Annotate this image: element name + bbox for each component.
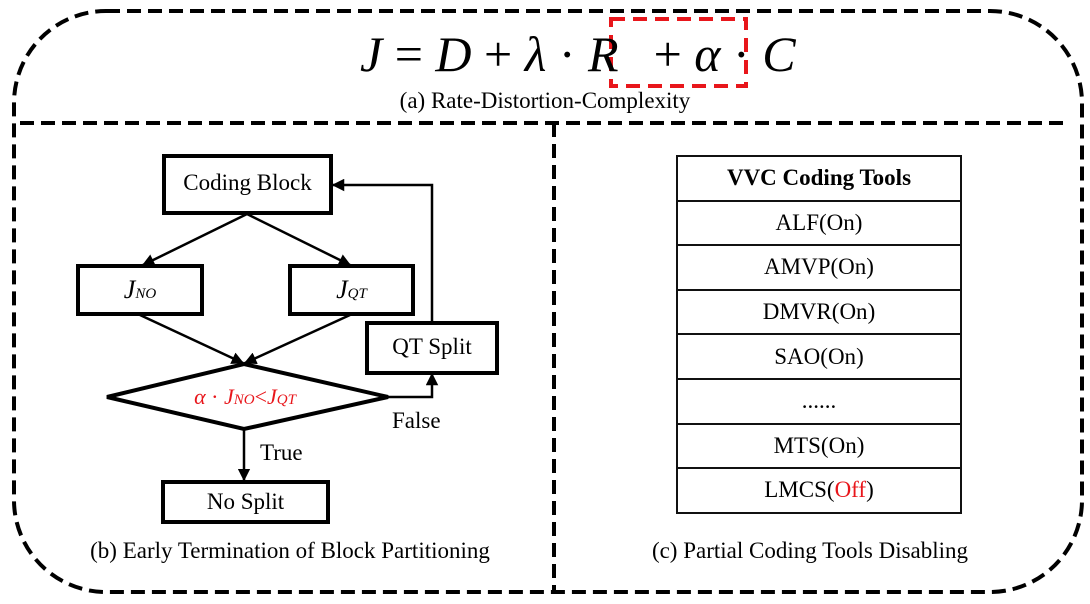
caption-c: (c) Partial Coding Tools Disabling: [651, 538, 969, 563]
cond-lhs-base: J: [223, 384, 234, 409]
ellipsis: ......: [801, 388, 837, 414]
j-qt-label: JQT: [290, 275, 413, 305]
table-row: ......: [676, 377, 962, 425]
tool-state: On: [827, 343, 857, 369]
caption-a: (a) Rate-Distortion-Complexity: [399, 88, 691, 113]
tool-name: ALF: [775, 209, 819, 235]
eq-plus-complexity: +: [653, 26, 682, 82]
tool-name: SAO: [774, 343, 821, 369]
tool-state: On: [826, 209, 855, 235]
table-row: ALF(On): [676, 199, 962, 247]
j-qt-box: [288, 264, 415, 316]
j-no-sub: NO: [135, 286, 157, 302]
table-row: AMVP(On): [676, 244, 962, 291]
table-row: SAO(On): [676, 333, 962, 380]
j-qt-base: J: [336, 275, 348, 304]
tool-state: On: [838, 254, 867, 280]
eq-r: R: [588, 26, 619, 82]
j-qt-sub: QT: [347, 286, 367, 302]
tool-cell: LMCS(Off): [676, 467, 962, 514]
cond-rhs-base: J: [266, 384, 277, 409]
tool-name: AMVP: [764, 254, 831, 280]
eq-alpha: α: [694, 26, 721, 82]
decision-condition: α · JNO<JQT: [150, 384, 340, 410]
edge-block-to-jqt: [246, 212, 352, 267]
edge-jno-to-decision: [139, 313, 245, 365]
j-no-base: J: [123, 275, 136, 304]
tool-cell: ALF(On): [676, 199, 962, 247]
edge-jqt-to-decision: [243, 313, 351, 365]
eq-j: J: [360, 26, 383, 82]
tool-state-off: Off: [834, 477, 867, 503]
tool-cell: DMVR(On): [676, 288, 962, 336]
eq-dot: ·: [558, 26, 576, 82]
tool-name: DMVR: [762, 299, 832, 325]
tool-cell: AMVP(On): [676, 244, 962, 291]
table-header: VVC Coding Tools: [676, 155, 962, 202]
eq-dot-complexity: ·: [733, 26, 750, 82]
j-no-box: [76, 264, 204, 316]
cond-alpha: α: [194, 384, 206, 409]
eq-equals: =: [394, 26, 423, 82]
table-header-row: VVC Coding Tools: [676, 155, 962, 202]
cond-lt: <: [254, 384, 267, 409]
rdc-equation: J = D + λ · R + α · C: [360, 22, 796, 86]
tool-name: MTS: [773, 432, 821, 458]
edge-block-to-jno: [141, 212, 248, 267]
tool-state: On: [839, 299, 868, 325]
cond-lhs-sub: NO: [233, 392, 255, 408]
outer-frame: [12, 9, 1084, 594]
j-no-label: JNO: [78, 275, 202, 305]
eq-c: C: [762, 26, 796, 82]
qt-split-label: QT Split: [392, 334, 472, 359]
no-split-box: [161, 480, 330, 524]
cond-dot: ·: [205, 384, 224, 409]
eq-lambda: λ: [524, 26, 547, 82]
tool-name: LMCS: [764, 477, 827, 503]
ellipsis-cell: ......: [676, 377, 962, 425]
coding-block-box: [162, 154, 333, 215]
coding-block-label: Coding Block: [183, 170, 312, 195]
false-label: False: [392, 408, 441, 433]
eq-plus: +: [484, 26, 513, 82]
table-row: MTS(On): [676, 422, 962, 470]
table-row: DMVR(On): [676, 288, 962, 336]
complexity-term-highlight: [609, 17, 748, 88]
caption-b: (b) Early Termination of Block Partition…: [90, 538, 490, 563]
tool-cell: SAO(On): [676, 333, 962, 380]
tool-cell: MTS(On): [676, 422, 962, 470]
table-row: LMCS(Off): [676, 467, 962, 514]
edge-false-to-qt-split: [388, 372, 439, 399]
edge-qt-split-to-block: [331, 178, 434, 322]
cond-rhs-sub: QT: [276, 392, 296, 408]
coding-tools-table: VVC Coding Tools ALF(On) AMVP(On) DMVR(O…: [676, 155, 962, 514]
no-split-label: No Split: [206, 489, 285, 514]
eq-d: D: [435, 26, 472, 82]
true-label: True: [260, 440, 303, 465]
tool-state: On: [828, 432, 857, 458]
